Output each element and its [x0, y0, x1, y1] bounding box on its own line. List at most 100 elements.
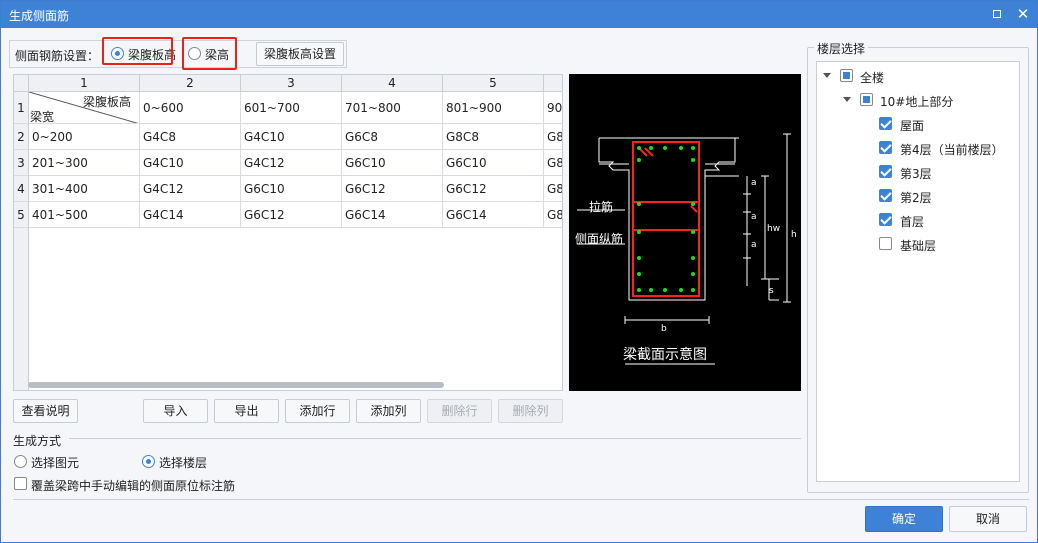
add-row-button[interactable]: 添加行	[285, 399, 350, 423]
rebar-cell[interactable]: G8	[544, 202, 562, 228]
floor-item-label[interactable]: 第3层	[900, 167, 932, 181]
floor-group-checkbox[interactable]	[860, 93, 873, 106]
view-help-button[interactable]: 查看说明	[13, 399, 78, 423]
floor-selection-group	[807, 47, 1029, 493]
rebar-cell[interactable]: G8	[544, 150, 562, 176]
window-title: 生成侧面筋	[9, 9, 70, 23]
side-long-bar-label: 侧面纵筋	[575, 232, 624, 246]
maximize-button[interactable]	[989, 6, 1005, 22]
close-button[interactable]: ✕	[1015, 6, 1031, 22]
diagram-caption: 梁截面示意图	[623, 347, 707, 363]
rebar-cell[interactable]: G6C8	[342, 124, 443, 150]
beam-width-cell[interactable]: 201~300	[29, 150, 140, 176]
rebar-cell[interactable]: G6C12	[241, 202, 342, 228]
row-number: 3	[14, 150, 29, 176]
height-range-cell[interactable]: 701~800	[342, 92, 443, 124]
rebar-cell[interactable]: G4C10	[140, 150, 241, 176]
add-column-button[interactable]: 添加列	[356, 399, 421, 423]
highlight-beam-height	[182, 37, 237, 70]
radio-beam-height-label[interactable]: 梁高	[205, 48, 230, 62]
radio-select-element-label[interactable]: 选择图元	[31, 456, 80, 470]
floor-checkbox[interactable]	[879, 237, 892, 250]
rebar-cell[interactable]: G6C14	[342, 202, 443, 228]
override-checkbox-label[interactable]: 覆盖梁跨中手动编辑的侧面原位标注筋	[31, 479, 236, 493]
horizontal-scrollbar[interactable]	[28, 382, 444, 388]
floor-item-label[interactable]: 第4层（当前楼层）	[900, 143, 1004, 157]
highlight-web-height	[102, 37, 173, 65]
radio-web-height[interactable]	[111, 47, 124, 60]
rebar-cell[interactable]: G4C8	[140, 124, 241, 150]
radio-web-height-label[interactable]: 梁腹板高	[128, 48, 177, 62]
rebar-cell[interactable]: G6C10	[342, 150, 443, 176]
delete-row-button[interactable]: 删除行	[427, 399, 492, 423]
title-bar: 生成侧面筋 ✕	[1, 1, 1037, 28]
height-range-cell[interactable]: 601~700	[241, 92, 342, 124]
height-range-cell[interactable]: 90	[544, 92, 562, 124]
web-height-settings-button[interactable]: 梁腹板高设置	[256, 42, 344, 66]
col-header[interactable]: 3	[241, 75, 342, 92]
override-checkbox[interactable]	[14, 477, 27, 490]
floor-all-checkbox[interactable]	[840, 69, 853, 82]
radio-select-floor[interactable]	[142, 455, 155, 468]
delete-column-button[interactable]: 删除列	[498, 399, 563, 423]
corner-top-label: 梁腹板高	[83, 95, 132, 109]
expand-arrow-icon[interactable]	[823, 73, 831, 78]
rebar-cell[interactable]: G4C10	[241, 124, 342, 150]
col-header[interactable]: 4	[342, 75, 443, 92]
floor-item-label[interactable]: 首层	[900, 215, 925, 229]
floor-checkbox[interactable]	[879, 189, 892, 202]
radio-select-floor-label[interactable]: 选择楼层	[159, 456, 208, 470]
col-header[interactable]: 1	[29, 75, 140, 92]
floor-checkbox[interactable]	[879, 141, 892, 154]
rebar-table[interactable]: 1 2 3 4 5 1 梁腹板高 梁宽 0~600 601~700 701~80…	[13, 74, 563, 391]
col-header[interactable]: 2	[140, 75, 241, 92]
side-rebar-setting-label: 侧面钢筋设置：	[15, 49, 100, 63]
rebar-cell[interactable]: G8	[544, 124, 562, 150]
radio-beam-height[interactable]	[188, 47, 201, 60]
row-number: 2	[14, 124, 29, 150]
rebar-cell[interactable]: G8	[544, 176, 562, 202]
rebar-cell[interactable]: G8C8	[443, 124, 544, 150]
dim-a-label: a	[751, 240, 757, 250]
height-range-cell[interactable]: 0~600	[140, 92, 241, 124]
row-number: 5	[14, 202, 29, 228]
rebar-cell[interactable]: G6C14	[443, 202, 544, 228]
diagonal-header-cell: 梁腹板高 梁宽	[29, 92, 140, 124]
dim-a-label: a	[751, 212, 757, 222]
rebar-cell[interactable]: G6C10	[241, 176, 342, 202]
col-header[interactable]: 5	[443, 75, 544, 92]
rebar-cell[interactable]: G4C12	[140, 176, 241, 202]
floor-item-label[interactable]: 屋面	[900, 119, 925, 133]
import-button[interactable]: 导入	[143, 399, 208, 423]
floor-checkbox[interactable]	[879, 213, 892, 226]
corner-header	[14, 75, 29, 92]
close-icon: ✕	[1016, 5, 1030, 23]
height-range-cell[interactable]: 801~900	[443, 92, 544, 124]
dim-h-label: h	[791, 230, 797, 240]
beam-width-cell[interactable]: 0~200	[29, 124, 140, 150]
floor-selection-title: 楼层选择	[814, 40, 869, 57]
floor-checkbox[interactable]	[879, 165, 892, 178]
row-number: 4	[14, 176, 29, 202]
cancel-button[interactable]: 取消	[949, 506, 1027, 532]
ok-button[interactable]: 确定	[865, 506, 943, 532]
floor-group-label[interactable]: 10#地上部分	[880, 95, 954, 109]
export-button[interactable]: 导出	[214, 399, 279, 423]
tie-bar-label: 拉筋	[589, 200, 614, 214]
floor-checkbox[interactable]	[879, 117, 892, 130]
rebar-cell[interactable]: G4C12	[241, 150, 342, 176]
beam-section-diagram: 拉筋 侧面纵筋 a a a hw h s b 梁截面示意图	[569, 74, 801, 391]
rebar-cell[interactable]: G6C12	[443, 176, 544, 202]
expand-arrow-icon[interactable]	[843, 97, 851, 102]
beam-width-cell[interactable]: 301~400	[29, 176, 140, 202]
floor-all-label[interactable]: 全楼	[860, 71, 885, 85]
row-number: 1	[14, 92, 29, 124]
rebar-cell[interactable]: G6C12	[342, 176, 443, 202]
floor-item-label[interactable]: 第2层	[900, 191, 932, 205]
gen-mode-title: 生成方式	[13, 434, 62, 448]
rebar-cell[interactable]: G4C14	[140, 202, 241, 228]
beam-width-cell[interactable]: 401~500	[29, 202, 140, 228]
rebar-cell[interactable]: G6C10	[443, 150, 544, 176]
radio-select-element[interactable]	[14, 455, 27, 468]
floor-item-label[interactable]: 基础层	[900, 239, 937, 253]
